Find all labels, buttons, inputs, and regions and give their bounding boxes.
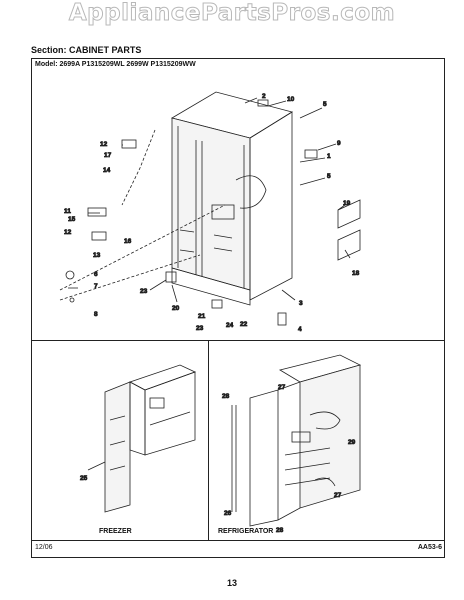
diagram-frame — [31, 58, 445, 558]
refrigerator-caption: REFRIGERATOR — [218, 528, 274, 535]
callout-5: 5 — [323, 101, 327, 108]
callout-16: 16 — [124, 238, 132, 245]
callout-2: 2 — [262, 93, 266, 100]
callout-7: 7 — [94, 283, 98, 290]
section-title: Section: CABINET PARTS — [31, 45, 142, 55]
callout-27: 27 — [278, 384, 286, 391]
watermark-logo: AppliancePartsPros.com — [68, 0, 396, 27]
callout-12-lower: 12 — [64, 229, 72, 236]
callout-leaders — [59, 97, 351, 303]
footer-divider — [31, 540, 445, 541]
freezer-caption: FREEZER — [99, 528, 132, 535]
callout-18: 18 — [352, 270, 360, 277]
callout-5-lower: 5 — [327, 173, 331, 180]
callout-28-lower: 28 — [276, 527, 284, 534]
callout-1: 1 — [327, 153, 331, 160]
callout-27-lower: 27 — [334, 492, 342, 499]
callout-28: 28 — [222, 393, 230, 400]
cabinet-body — [121, 91, 294, 306]
callout-25: 25 — [80, 475, 88, 482]
callout-14: 14 — [103, 167, 111, 174]
callout-20: 20 — [172, 305, 180, 312]
callout-3: 3 — [299, 300, 303, 307]
callout-10: 10 — [287, 96, 295, 103]
section-divider-vertical — [208, 340, 209, 540]
upper-callouts: 2 10 5 9 1 5 12 17 14 11 15 12 16 13 19 … — [64, 93, 360, 334]
callout-11: 11 — [64, 208, 71, 215]
freezer-drawing — [87, 364, 197, 513]
callout-21: 21 — [198, 313, 206, 320]
side-panels — [337, 199, 361, 261]
callout-24: 24 — [226, 322, 234, 329]
callout-23-lower: 23 — [196, 325, 204, 332]
callout-29: 29 — [348, 439, 356, 446]
callout-13: 13 — [93, 252, 101, 259]
callout-15: 15 — [68, 216, 76, 223]
callout-26: 26 — [224, 510, 232, 517]
callout-8: 8 — [94, 311, 98, 318]
hinge-parts — [65, 99, 318, 326]
refrigerator-drawing — [231, 354, 362, 527]
lower-callouts-refrigerator: 28 27 29 26 28 27 — [222, 384, 356, 535]
callout-19: 19 — [343, 200, 351, 207]
callout-6: 6 — [94, 271, 98, 278]
callout-4: 4 — [298, 326, 302, 333]
footer-code: AA53-6 — [417, 544, 442, 551]
section-divider-horizontal — [31, 340, 445, 341]
page-number: 13 — [226, 578, 237, 588]
callout-12: 12 — [100, 141, 108, 148]
callout-23: 23 — [140, 288, 148, 295]
lower-callouts-freezer: 25 — [80, 475, 88, 483]
callout-17: 17 — [104, 152, 112, 159]
footer-date: 12/06 — [35, 544, 53, 551]
callout-9: 9 — [337, 140, 341, 147]
callout-22: 22 — [240, 321, 248, 328]
model-line: Model: 2699A P1315209WL 2699W P1315209WW — [35, 61, 196, 68]
